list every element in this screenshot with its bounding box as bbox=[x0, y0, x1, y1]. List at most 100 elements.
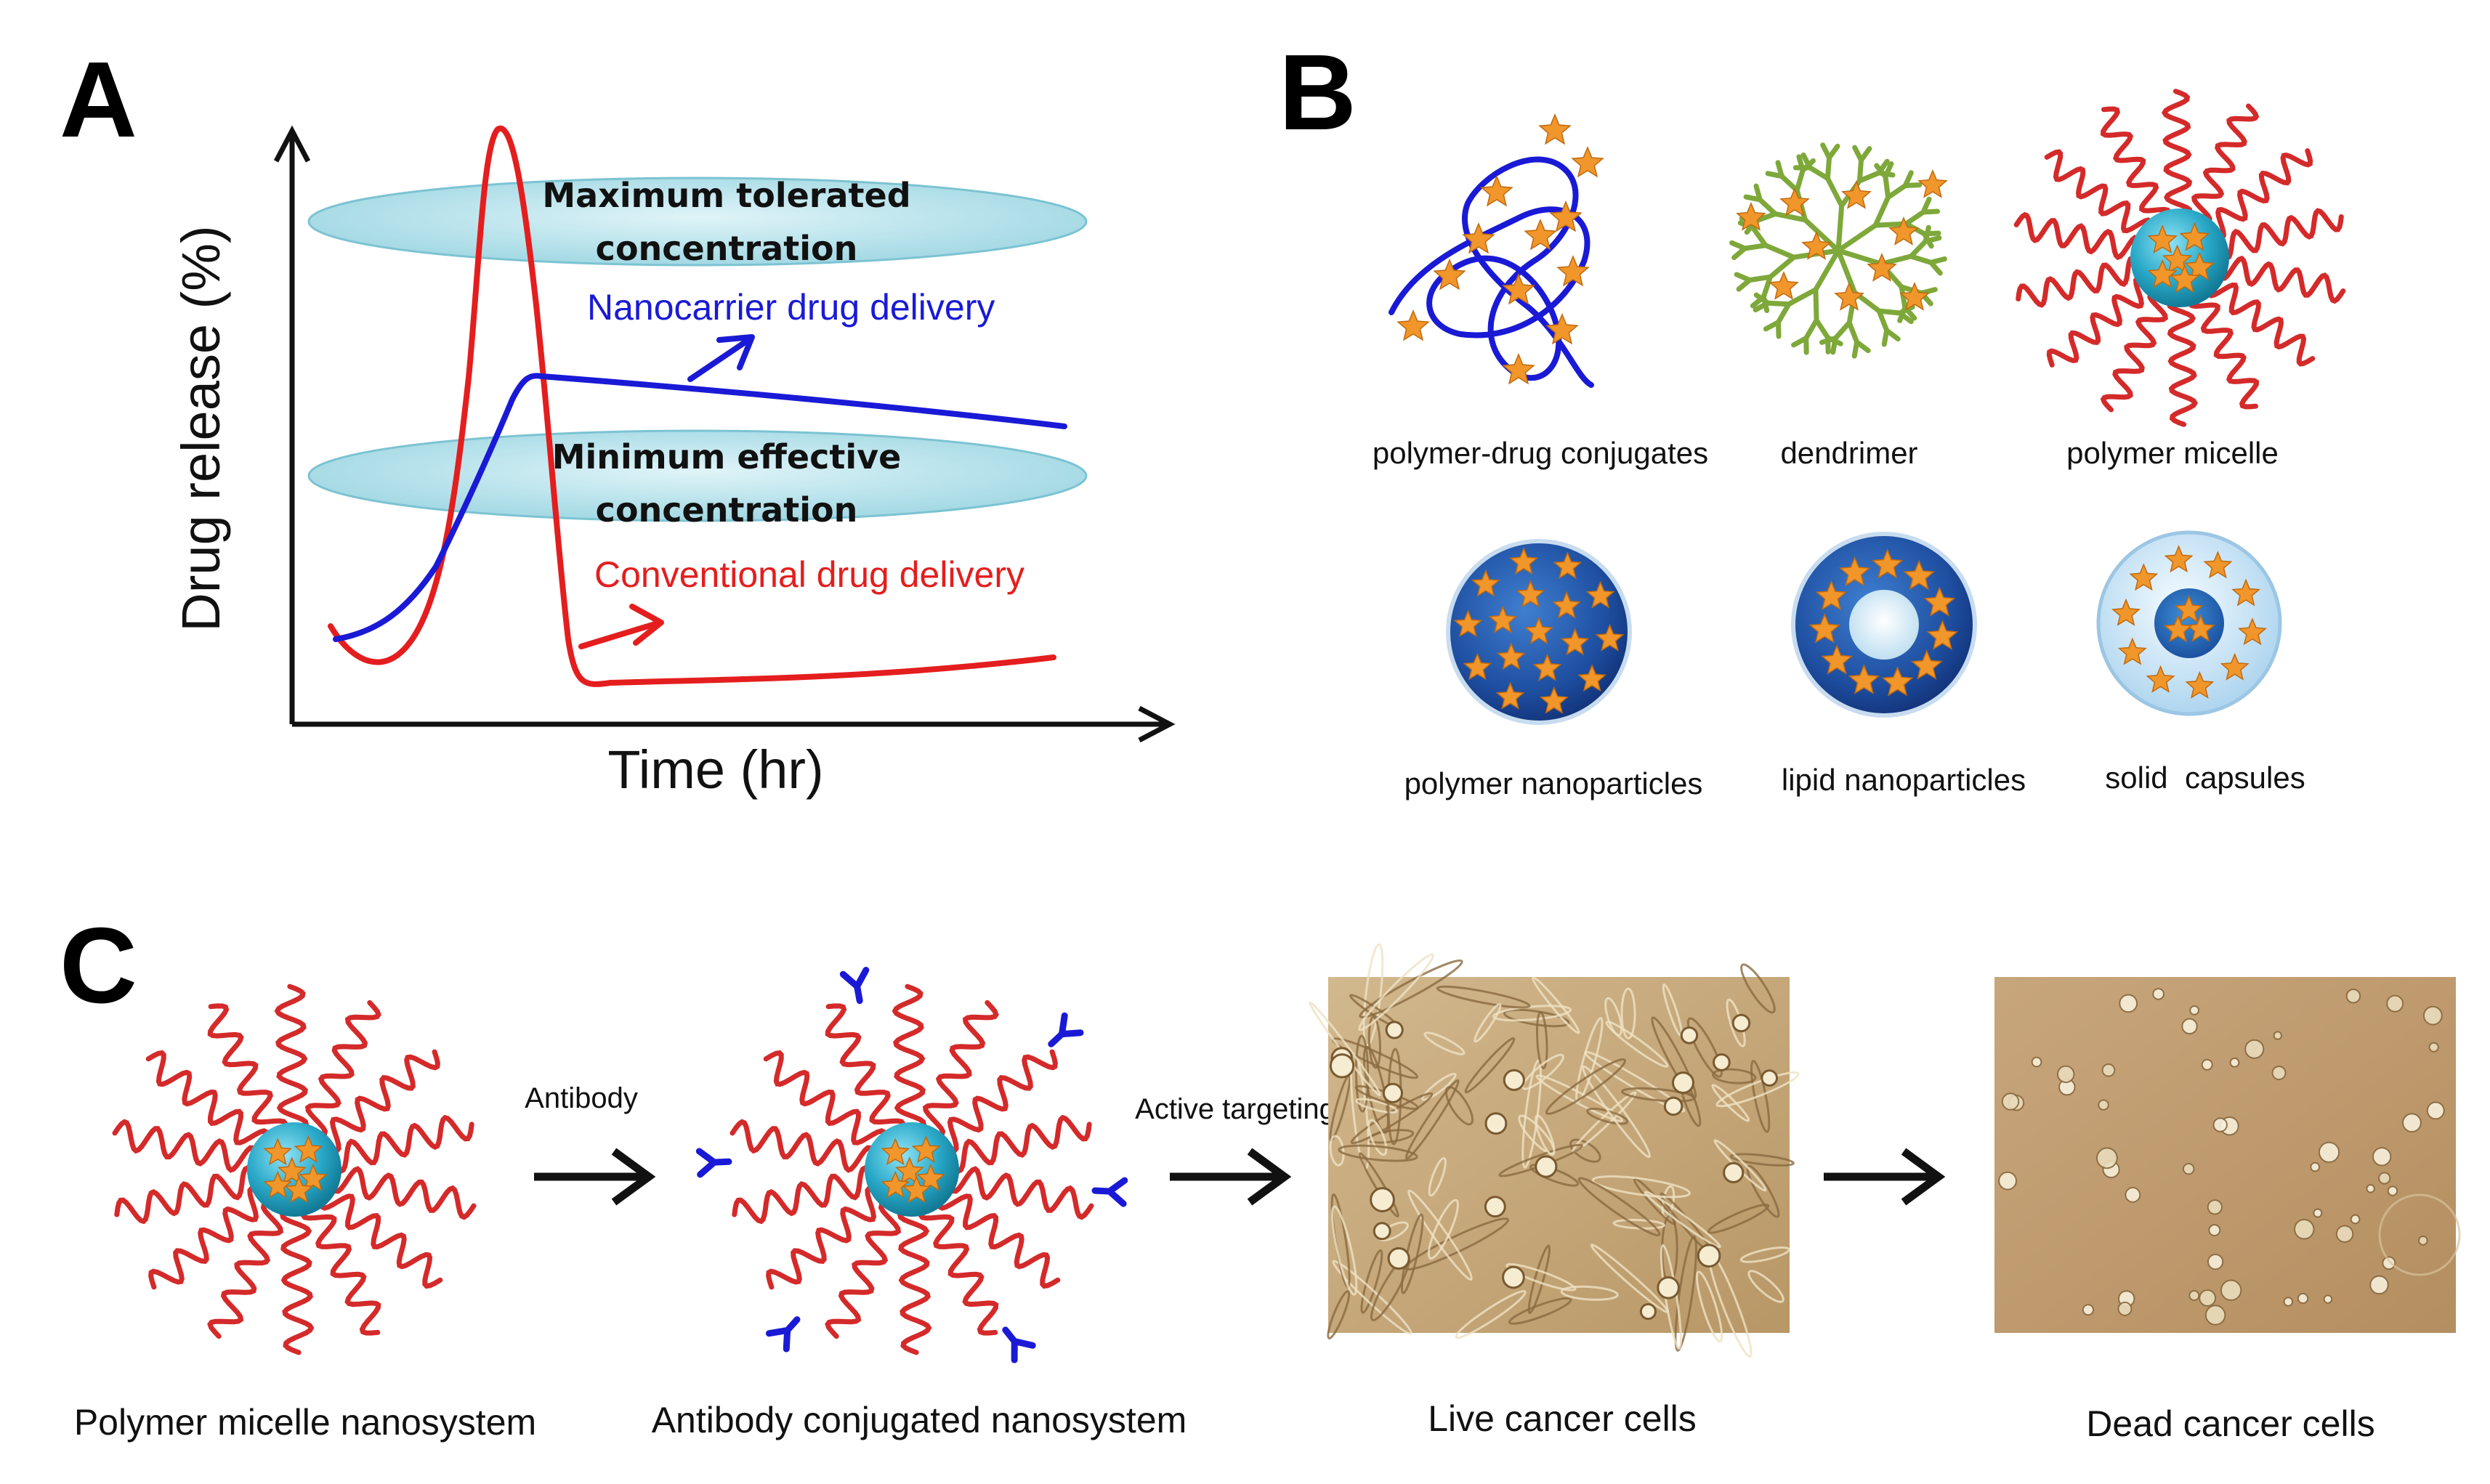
lipid-nanoparticle-illustration bbox=[1791, 532, 1977, 718]
dendrimer-branch bbox=[1794, 168, 1806, 193]
cell-round bbox=[1503, 1069, 1525, 1091]
caption-micelle-nanosystem: Polymer micelle nanosystem bbox=[74, 1402, 536, 1443]
cell-shape bbox=[1715, 1071, 1800, 1108]
drug-star-icon bbox=[277, 1156, 307, 1185]
polymer-chain bbox=[2191, 103, 2260, 225]
drug-star-icon bbox=[1736, 202, 1766, 231]
panel-a: A Maximum tolerated concentration Minimu… bbox=[60, 40, 1176, 800]
label-lipid-nanoparticles: lipid nanoparticles bbox=[1782, 763, 2026, 797]
dead-cell-debris bbox=[2350, 1214, 2361, 1225]
solid-capsule-illustration bbox=[2096, 530, 2282, 716]
dendrimer-branch bbox=[1813, 248, 1841, 293]
antibody-icon bbox=[695, 1148, 732, 1178]
cell-shape bbox=[1729, 1153, 1795, 1167]
dead-cell-debris bbox=[2117, 1301, 2133, 1316]
dead-cell-debris bbox=[2119, 994, 2138, 1013]
conventional-label: Conventional drug delivery bbox=[594, 554, 1024, 595]
cell-shape bbox=[1428, 1157, 1447, 1197]
drug-star-icon bbox=[894, 1156, 924, 1185]
antibody-icon bbox=[1002, 1326, 1036, 1363]
drug-star-icon bbox=[1917, 169, 1948, 198]
cell-shape bbox=[1455, 1290, 1527, 1339]
cell-shape bbox=[1474, 1003, 1502, 1043]
dendrimer-branch bbox=[1814, 317, 1831, 341]
drug-star-icon bbox=[902, 1175, 931, 1204]
nanocarrier-arrowhead bbox=[716, 334, 755, 370]
dendrimer-branch bbox=[1753, 211, 1778, 224]
dead-cell-debris bbox=[2056, 1065, 2075, 1084]
dead-cell-debris bbox=[2125, 1187, 2141, 1203]
cell-shape bbox=[1358, 1152, 1399, 1218]
cell-shape bbox=[1527, 1244, 1551, 1315]
dendrimer-branch bbox=[1807, 165, 1830, 182]
drug-star-icon bbox=[1516, 580, 1545, 608]
cell-shape bbox=[1535, 1114, 1556, 1156]
panel-c: C Antibody Active targeting Polymer mic bbox=[60, 906, 2461, 1444]
cell-shape bbox=[1686, 1017, 1723, 1078]
label-polymer-nanoparticles: polymer nanoparticles bbox=[1404, 766, 1703, 800]
drug-star-icon bbox=[1556, 255, 1590, 287]
dead-cell-debris bbox=[2366, 1184, 2375, 1193]
polymer-chain bbox=[148, 1185, 268, 1290]
drug-star-icon bbox=[1801, 231, 1832, 260]
dendrimer-branch bbox=[1775, 160, 1784, 179]
polymer-chain bbox=[145, 1050, 270, 1150]
dendrimer-branch bbox=[1776, 301, 1792, 325]
y-axis-label: Drug release (%) bbox=[171, 225, 231, 631]
min-effective-label-1: Minimum effective bbox=[552, 437, 902, 477]
drug-star-icon bbox=[1808, 613, 1841, 644]
cell-shape bbox=[1407, 1189, 1473, 1281]
dendrimer-branch bbox=[1903, 209, 1926, 227]
cell-shape bbox=[1747, 1270, 1784, 1303]
dead-cell-debris bbox=[2271, 1066, 2287, 1081]
dead-cell-debris bbox=[2101, 1063, 2116, 1077]
antibody-icon bbox=[839, 967, 870, 1005]
polymer-chain bbox=[320, 1049, 440, 1153]
cell-shape bbox=[1329, 1135, 1345, 1167]
drug-star-icon bbox=[1821, 644, 1853, 675]
dead-cell-debris bbox=[2422, 1005, 2443, 1026]
dead-cell-debris bbox=[2095, 1147, 2118, 1169]
drug-star-icon bbox=[2186, 614, 2215, 642]
polymer-chain bbox=[825, 1003, 906, 1139]
polymer-chain bbox=[2207, 148, 2313, 240]
drug-star-icon bbox=[1552, 591, 1582, 619]
cell-round bbox=[1663, 1096, 1683, 1116]
drug-star-icon bbox=[1539, 686, 1569, 714]
dendrimer-branch bbox=[1902, 182, 1923, 189]
dendrimer-branch bbox=[1827, 143, 1840, 161]
polymer-chain bbox=[732, 1165, 878, 1225]
dendrimer-branch bbox=[1908, 254, 1933, 265]
cell-round bbox=[1731, 1013, 1751, 1033]
cell-round bbox=[1680, 1026, 1699, 1045]
conventional-arrowhead bbox=[629, 604, 664, 646]
cell-shape bbox=[1577, 1177, 1661, 1237]
drug-star-icon bbox=[881, 1170, 910, 1199]
dendrimer-branch bbox=[1763, 243, 1797, 260]
dendrimer-branch bbox=[1883, 161, 1894, 179]
dendrimer-branch bbox=[1729, 240, 1748, 251]
dead-cell-debris bbox=[2369, 1275, 2389, 1295]
active-targeting-label: Active targeting bbox=[1135, 1093, 1335, 1125]
drug-star-icon bbox=[2129, 563, 2159, 591]
dead-cell-debris bbox=[2273, 1031, 2283, 1040]
cell-round bbox=[1639, 1303, 1657, 1321]
drug-star-icon bbox=[2147, 259, 2178, 288]
drug-star-icon bbox=[2231, 578, 2261, 607]
cell-shape bbox=[1367, 1015, 1381, 1069]
antibody-label: Antibody bbox=[525, 1082, 638, 1114]
drug-star-icon bbox=[1502, 353, 1535, 385]
caption-live-cells: Live cancer cells bbox=[1428, 1398, 1697, 1439]
dendrimer-branch bbox=[1772, 211, 1808, 223]
drug-star-icon bbox=[2117, 637, 2147, 665]
dendrimer-branch bbox=[1883, 174, 1891, 200]
dead-cell-debris bbox=[2189, 1005, 2200, 1015]
polymer-chain bbox=[766, 1185, 886, 1290]
max-tolerated-label-1: Maximum tolerated bbox=[542, 176, 910, 215]
drug-star-icon bbox=[2147, 224, 2178, 254]
dead-cell-debris bbox=[2386, 994, 2404, 1013]
dendrimer-branch bbox=[1878, 254, 1914, 267]
drug-star-icon bbox=[1545, 313, 1579, 345]
drug-star-icon bbox=[1888, 216, 1919, 246]
dendrimer-branch bbox=[1876, 308, 1903, 316]
